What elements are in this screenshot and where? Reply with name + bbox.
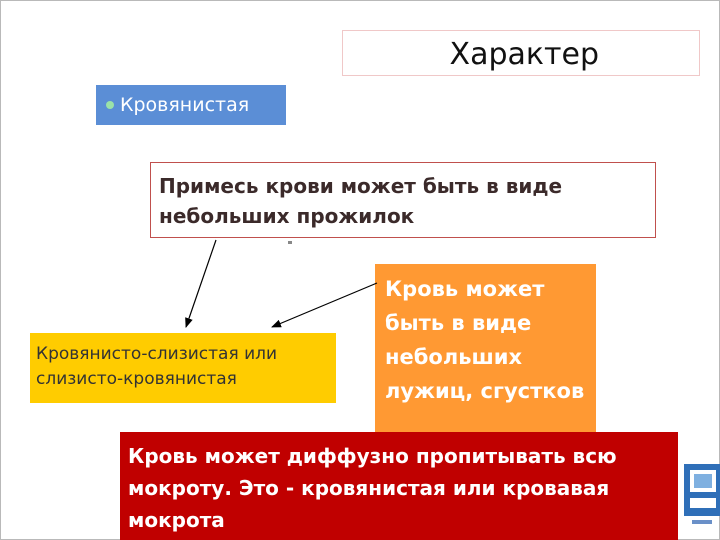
arrow-to-mucous-variant [185,239,217,328]
corner-decoration-icon [684,464,720,524]
slide-title: Характер [449,37,599,72]
bullet-icon [106,101,114,109]
arrow-from-clots-box [271,282,378,328]
decorative-dot [288,241,292,244]
category-label: Кровянистая [120,94,250,116]
title-box: Характер [342,30,700,76]
diffuse-note-box: Кровь может диффузно пропитывать всю мок… [120,432,678,540]
impurity-note-box: Примесь крови может быть в виде небольши… [150,162,656,238]
category-label-box: Кровянистая [96,85,286,125]
clots-variant-box: Кровь может быть в виде небольших лужиц,… [375,264,596,436]
mucous-variant-box: Кровянисто-слизистая или слизисто-кровян… [30,333,336,403]
